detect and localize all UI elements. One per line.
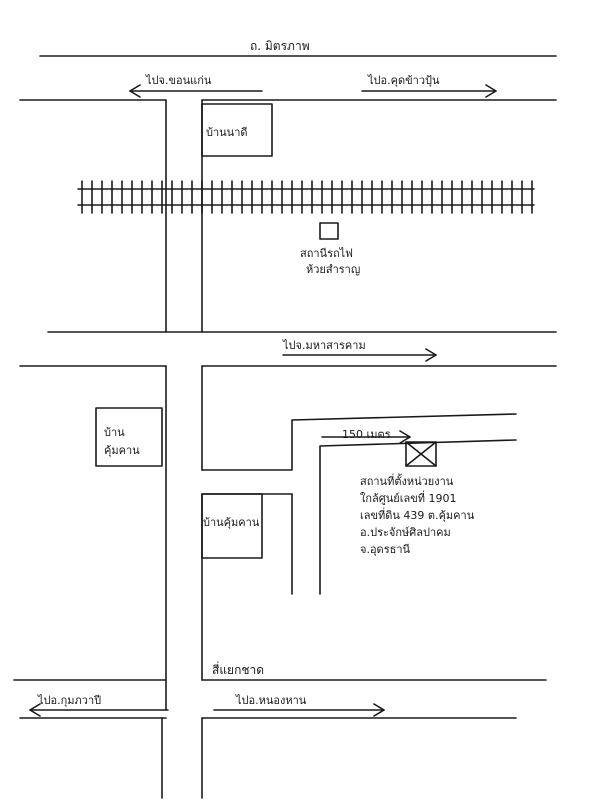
side-road-outer xyxy=(201,413,517,471)
top-road-label: ถ. มิตรภาพ xyxy=(250,39,310,53)
village-left-label-1: บ้าน xyxy=(104,426,125,439)
side-road-inner xyxy=(319,439,517,595)
arrow-left-bottom-label: ไปอ.กุมภวาปี xyxy=(37,694,101,707)
station-box xyxy=(319,222,339,240)
arrow-left-top-head xyxy=(129,84,141,98)
station-name: สถานีรถไฟ xyxy=(300,247,353,260)
arrow-left-bottom-head xyxy=(29,703,41,717)
railway-ties xyxy=(81,180,533,214)
office-box-cross-2 xyxy=(405,441,437,467)
house-top-label: บ้านนาดี xyxy=(206,126,248,139)
arrow-right-top-head xyxy=(485,84,497,98)
village-left-label-2: คุ้มคาน xyxy=(104,444,140,457)
distance-label: 150 เมตร xyxy=(342,428,391,441)
office-address-line: สถานที่ตั้งหน่วยงาน xyxy=(360,473,454,488)
middle-arrow-head xyxy=(425,348,437,362)
office-address-line: อ.ประจักษ์ศิลปาคม xyxy=(360,526,451,539)
middle-arrow-label: ไปจ.มหาสารคาม xyxy=(282,339,366,352)
arrow-left-top-label: ไปจ.ขอนแก่น xyxy=(145,74,212,87)
office-address-line: จ.อุดรธานี xyxy=(360,543,410,556)
house-middle-box xyxy=(201,493,263,559)
junction-label: สี่แยกชาด xyxy=(212,661,264,677)
arrow-right-bottom-label: ไปอ.หนองหาน xyxy=(235,694,307,707)
distance-arrow-head xyxy=(399,430,411,444)
station-sub: ห้วยสำราญ xyxy=(306,263,360,276)
office-address-line: ใกล้ศูนย์เลขที่ 1901 xyxy=(360,490,456,505)
village-left-box xyxy=(95,407,163,467)
arrow-right-top-label: ไปอ.คุดข้าวปุ้น xyxy=(367,74,440,87)
house-top-box xyxy=(201,103,273,157)
arrow-right-bottom-head xyxy=(373,703,385,717)
office-box xyxy=(405,441,437,467)
house-middle-label: บ้านคุ้มคาน xyxy=(203,516,260,529)
office-address-line: เลขที่ดิน 439 ต.คุ้มคาน xyxy=(360,507,475,522)
